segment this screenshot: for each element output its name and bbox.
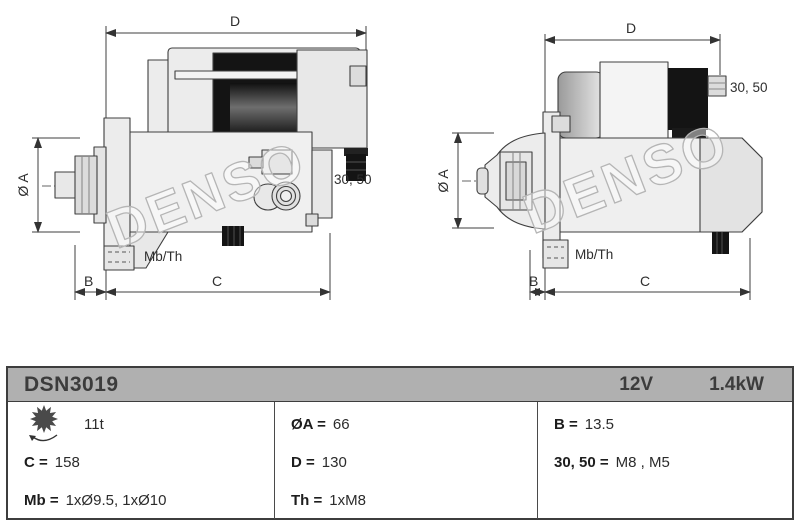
pinion [54,146,107,224]
pinion [499,151,533,211]
pinion-gear-icon [24,402,70,446]
spec-value: 158 [54,453,80,471]
label-30-50: 30, 50 [334,172,372,187]
flange-bolt [551,115,571,133]
spec-row-dia-a: ØA = 66 [291,405,527,443]
terminal-nut [707,75,727,97]
solenoid-body [599,61,669,141]
left-view: DENSO D Ø A B C Mb/Th 30, 50 [15,13,372,300]
spec-label: B = [554,415,578,433]
right-view: DENSO D Ø A B C Mb/Th 30, 50 [435,20,768,300]
power-rating: 1.4kW [709,373,764,395]
technical-drawing: DENSO D Ø A B C Mb/Th 30, 50 [15,13,768,300]
spec-value: 1xØ9.5, 1xØ10 [65,491,167,509]
spec-table: DSN3019 12V 1.4kW 11t [6,366,794,520]
label-mb-th: Mb/Th [575,247,613,262]
spec-table-body: 11t C = 158 Mb = 1xØ9.5, 1xØ10 ØA = 66 [8,402,792,519]
spec-value: 130 [321,453,347,471]
spec-row-mb: Mb = 1xØ9.5, 1xØ10 [24,481,264,519]
dim-label-c: C [212,273,222,289]
bottom-stud [222,226,244,246]
spec-cell-drive: 11t C = 158 Mb = 1xØ9.5, 1xØ10 [8,402,274,519]
right-starter-body [476,61,763,269]
spec-label: ØA = [291,415,326,433]
mounting-flange [103,117,131,247]
spec-value: M8 , M5 [615,453,670,471]
spec-row-b: B = 13.5 [554,405,782,443]
voltage-rating: 12V [619,373,654,395]
dim-label-dia-a: Ø A [435,169,451,193]
label-mb-th: Mb/Th [144,249,182,264]
terminal-block [261,149,293,175]
spec-label: D = [291,453,315,471]
spec-table-header: DSN3019 12V 1.4kW [8,368,792,402]
dim-label-b: B [84,273,93,289]
spec-cell-terminals: B = 13.5 30, 50 = M8 , M5 [537,402,792,519]
spec-label: C = [24,453,48,471]
tie-rod-bolt [349,65,367,87]
spec-row-30-50: 30, 50 = M8 , M5 [554,443,782,481]
terminal-stud-30-50 [344,148,368,181]
mounting-foot [103,245,135,271]
part-number: DSN3019 [24,372,119,396]
spec-row-th: Th = 1xM8 [291,481,527,519]
spec-row-c: C = 158 [24,443,264,481]
bottom-stud [712,232,729,254]
spec-label: 30, 50 = [554,453,609,471]
spec-value: 66 [332,415,350,433]
spec-label: Mb = [24,491,59,509]
ratings: 12V 1.4kW [619,374,792,396]
teeth-count: 11t [84,415,104,433]
spec-cell-dimensions: ØA = 66 D = 130 Th = 1xM8 [274,402,537,519]
spec-row-teeth: 11t [24,405,264,443]
spec-row-d: D = 130 [291,443,527,481]
dim-label-c: C [640,273,650,289]
dim-label-dia-a: Ø A [15,173,31,197]
dim-label-b: B [529,273,538,289]
left-starter-body [54,47,368,271]
label-30-50: 30, 50 [730,80,768,95]
spec-label: Th = [291,491,323,509]
spec-value: 13.5 [584,415,614,433]
spec-value: 1xM8 [329,491,366,509]
dim-label-d: D [230,13,240,29]
dim-label-d: D [626,20,636,36]
mounting-foot [542,239,569,269]
solenoid-end-cap [311,149,333,219]
